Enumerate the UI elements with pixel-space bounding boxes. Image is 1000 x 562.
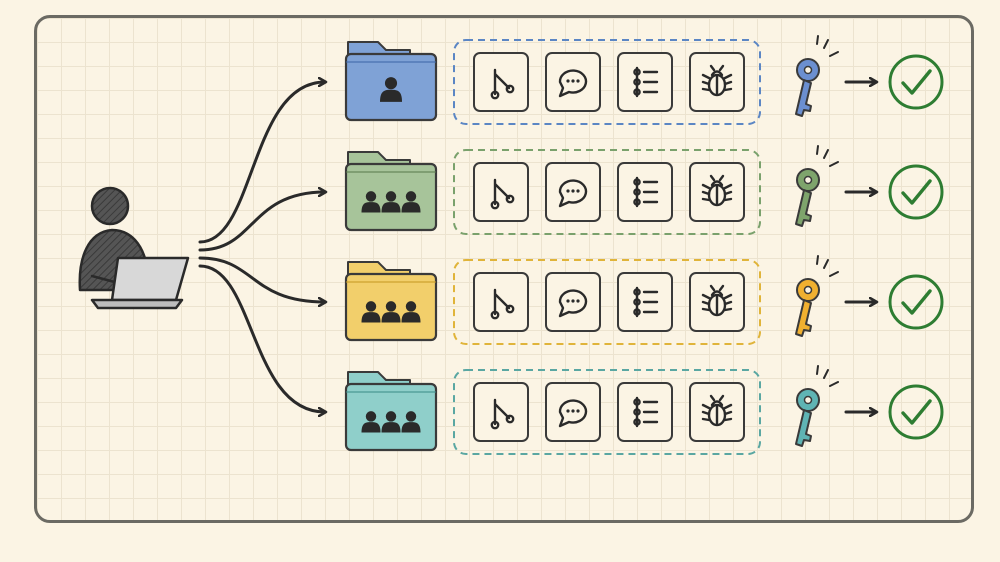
sparkle-icon bbox=[816, 145, 839, 167]
tool-tile bbox=[545, 162, 601, 222]
checklist-icon bbox=[633, 286, 659, 318]
row-4 bbox=[198, 264, 944, 455]
group-folder-icon bbox=[344, 371, 438, 452]
tool-group bbox=[453, 149, 761, 235]
branch-icon bbox=[490, 288, 515, 320]
tool-tile bbox=[617, 272, 673, 332]
check-icon bbox=[888, 54, 944, 110]
tool-tile bbox=[689, 162, 745, 222]
tool-group bbox=[453, 259, 761, 345]
tool-tile bbox=[473, 382, 529, 442]
tool-tile bbox=[473, 52, 529, 112]
bug-icon bbox=[701, 174, 733, 207]
chat-bubble-icon bbox=[558, 69, 588, 98]
sparkle-icon bbox=[816, 35, 839, 57]
key-icon bbox=[795, 145, 839, 227]
checklist-icon bbox=[633, 66, 659, 98]
key-icon bbox=[795, 365, 839, 447]
chat-bubble-icon bbox=[558, 399, 588, 428]
check-icon bbox=[888, 384, 944, 440]
tool-tile bbox=[617, 162, 673, 222]
chat-bubble-icon bbox=[558, 179, 588, 208]
group-folder-icon bbox=[344, 151, 438, 232]
branch-icon bbox=[490, 178, 515, 210]
tool-group bbox=[453, 39, 761, 125]
flow-arrow bbox=[198, 192, 325, 252]
flow-arrow bbox=[198, 256, 325, 302]
check-icon bbox=[888, 164, 944, 220]
branch-icon bbox=[490, 398, 515, 430]
row-2 bbox=[198, 145, 944, 252]
tool-tile bbox=[473, 162, 529, 222]
tool-tile bbox=[617, 382, 673, 442]
tool-tile bbox=[617, 52, 673, 112]
tool-tile bbox=[545, 382, 601, 442]
checklist-icon bbox=[633, 396, 659, 428]
tool-tile bbox=[689, 52, 745, 112]
tool-tile bbox=[545, 52, 601, 112]
tool-tile bbox=[689, 272, 745, 332]
key-icon bbox=[795, 35, 839, 117]
sparkle-icon bbox=[816, 365, 839, 387]
tool-tile bbox=[473, 272, 529, 332]
tool-group bbox=[453, 369, 761, 455]
checklist-icon bbox=[633, 176, 659, 208]
group-folder-icon bbox=[344, 261, 438, 342]
flow-arrow bbox=[198, 264, 325, 412]
single-user-folder-icon bbox=[344, 41, 438, 122]
row-3 bbox=[198, 255, 944, 345]
flow-arrow bbox=[198, 82, 325, 244]
tool-tile bbox=[545, 272, 601, 332]
laptop-icon bbox=[110, 256, 190, 302]
bug-icon bbox=[701, 284, 733, 317]
row-1 bbox=[198, 35, 944, 244]
tool-tile bbox=[689, 382, 745, 442]
sparkle-icon bbox=[816, 255, 839, 277]
bug-icon bbox=[701, 64, 733, 97]
check-icon bbox=[888, 274, 944, 330]
branch-icon bbox=[490, 68, 515, 100]
bug-icon bbox=[701, 394, 733, 427]
person-at-laptop-icon bbox=[78, 186, 190, 310]
key-icon bbox=[795, 255, 839, 337]
chat-bubble-icon bbox=[558, 289, 588, 318]
